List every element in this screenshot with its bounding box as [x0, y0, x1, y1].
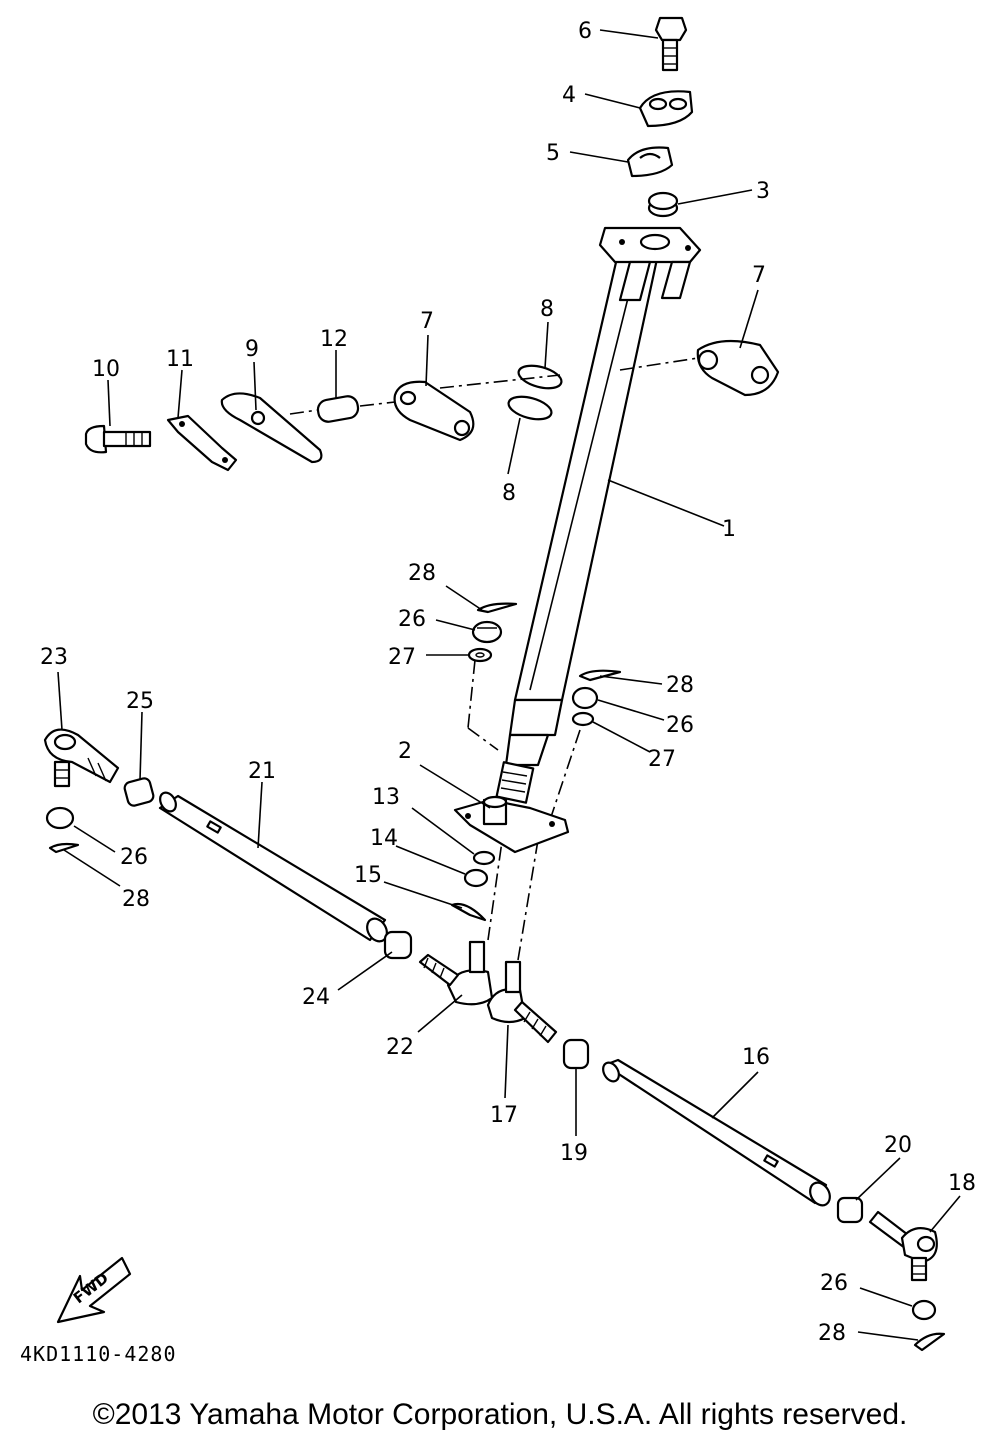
callout-23: 23: [40, 645, 68, 670]
leader-lines: [57, 29, 961, 1341]
assembly-lines: [289, 357, 699, 961]
callout-14: 14: [370, 826, 398, 851]
reference-code: 4KD1110-4280: [20, 1342, 177, 1366]
circlip-8-lower: [507, 395, 553, 421]
callout-4: 4: [562, 83, 576, 108]
callout-19: 19: [560, 1141, 588, 1166]
collar-12: [316, 395, 360, 423]
nut-20: [836, 1196, 864, 1224]
cotter-pin-28-right: [913, 1332, 946, 1352]
lock-washer-11: [166, 414, 238, 472]
washer-27-mid: [571, 711, 595, 727]
callout-27-upper: 27: [388, 645, 416, 670]
holder-right-7: [696, 339, 780, 397]
rod-end-17: [486, 960, 558, 1044]
callout-26-upper: 26: [398, 607, 426, 632]
callout-1: 1: [722, 517, 736, 542]
nut-26-right: [911, 1299, 937, 1321]
callout-16: 16: [742, 1045, 770, 1070]
callout-10: 10: [92, 357, 120, 382]
rod-end-22: [418, 940, 494, 1006]
callout-9: 9: [245, 337, 259, 362]
callout-28-mid: 28: [666, 673, 694, 698]
callout-18: 18: [948, 1171, 976, 1196]
callout-27-mid: 27: [648, 747, 676, 772]
callout-25: 25: [126, 689, 154, 714]
bolt-6: [654, 16, 688, 72]
callout-7-right: 7: [752, 263, 766, 288]
tie-rod-16: [602, 1058, 831, 1207]
copyright-notice: ©2013 Yamaha Motor Corporation, U.S.A. A…: [92, 1398, 908, 1431]
callout-21: 21: [248, 759, 276, 784]
nut-26-upper: [471, 620, 503, 644]
pitman-arm-2: [453, 795, 570, 854]
tie-rod-21: [158, 791, 388, 943]
rod-end-18: [868, 1210, 938, 1282]
bolt-10: [84, 424, 152, 454]
cap-3: [647, 191, 679, 218]
callout-2: 2: [398, 739, 412, 764]
callout-11: 11: [166, 347, 194, 372]
callout-numbers: 1 2 3 4 5 6 7 7 8 8 9 10 11 12 13 14 15 …: [40, 19, 976, 1346]
callout-20: 20: [884, 1133, 912, 1158]
rod-end-23: [43, 728, 120, 788]
holder-lower-5: [626, 146, 674, 178]
callout-28-upper: 28: [408, 561, 436, 586]
callout-3: 3: [756, 179, 770, 204]
callout-22: 22: [386, 1035, 414, 1060]
callout-26-left: 26: [120, 845, 148, 870]
callout-17: 17: [490, 1103, 518, 1128]
callout-6: 6: [578, 19, 592, 44]
washer-27-upper: [467, 647, 493, 663]
fwd-arrow-icon: FWD: [56, 1256, 132, 1324]
callout-24: 24: [302, 985, 330, 1010]
holder-upper-4: [638, 90, 694, 128]
steering-column: [495, 226, 702, 804]
nut-25: [123, 777, 155, 807]
callout-8-lower: 8: [502, 481, 516, 506]
callout-15: 15: [354, 863, 382, 888]
cotter-pin-28-upper: [476, 602, 518, 614]
nut-14: [463, 868, 489, 888]
washer-13: [472, 850, 496, 866]
callout-8-upper: 8: [540, 297, 554, 322]
callout-28-right: 28: [818, 1321, 846, 1346]
cotter-pin-28-left: [48, 842, 80, 854]
callout-7-left: 7: [420, 309, 434, 334]
callout-26-right: 26: [820, 1271, 848, 1296]
nut-26-left: [45, 806, 75, 830]
plate-9: [220, 392, 323, 464]
callout-13: 13: [372, 785, 400, 810]
callout-5: 5: [546, 141, 560, 166]
nut-19: [562, 1038, 590, 1070]
holder-left-7: [393, 380, 475, 442]
callout-12: 12: [320, 327, 348, 352]
nut-26-mid: [571, 686, 599, 710]
callout-28-left: 28: [122, 887, 150, 912]
callout-26-mid: 26: [666, 713, 694, 738]
cotter-pin-28-mid: [578, 669, 622, 682]
steering-parts-diagram: FWD: [40, 16, 976, 1352]
